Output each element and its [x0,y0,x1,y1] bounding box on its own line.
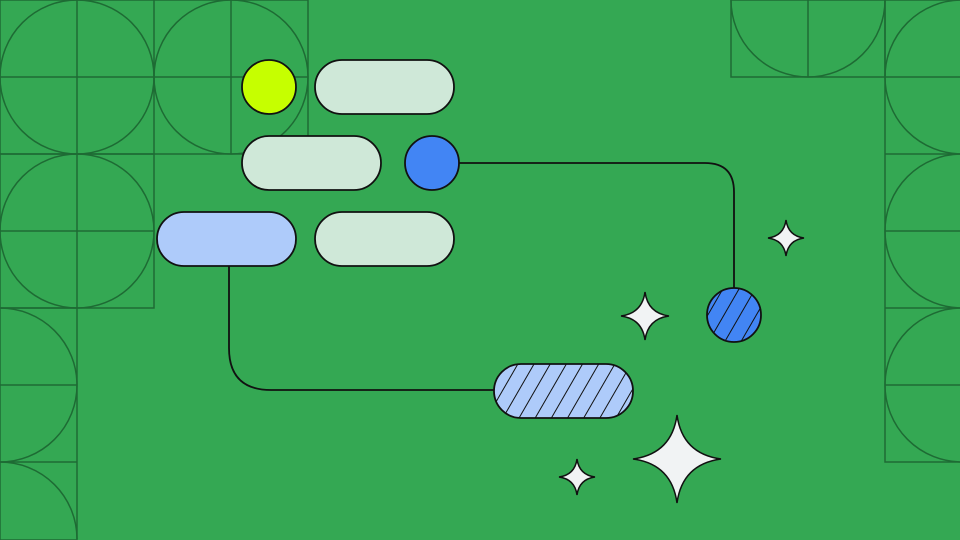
right-grid-pattern [730,0,960,463]
sparkle-icon [632,414,722,504]
sparkle-icon [620,291,670,341]
sparkle-icon [558,458,596,496]
pill-light-blue [156,211,297,267]
blue-circle [404,135,460,191]
pill-light-green [314,211,455,267]
hatched-blue-circle [706,287,762,343]
left-grid-pattern [0,0,309,540]
pill-light-green [314,59,455,115]
sparkle-icon [767,219,805,257]
hatched-light-blue-pill [493,363,634,419]
lime-circle [241,59,297,115]
connector-lines [228,162,735,391]
pill-light-green [241,135,382,191]
